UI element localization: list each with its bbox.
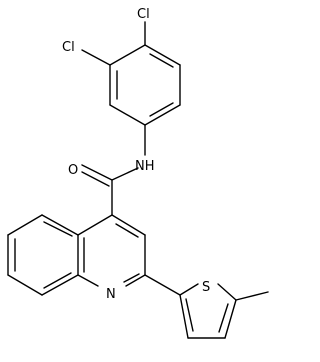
bond-c-o-double [81, 171, 110, 187]
bond-c-o [81, 164, 113, 181]
s-label: S [202, 280, 210, 295]
bond-quinoline-thiophene [144, 274, 181, 296]
bond-methyl [235, 291, 269, 301]
o-label: O [68, 163, 78, 178]
chemical-structure-diagram: Cl Cl NH O N S [7, 7, 269, 339]
bond-nh-carbonyl [111, 167, 139, 181]
bond-c-cl-left [81, 49, 111, 66]
dichlorophenyl-ring [109, 44, 181, 126]
cl-top-label: Cl [137, 7, 150, 22]
cl-left-label: Cl [62, 40, 75, 55]
nh-label: NH [135, 159, 155, 174]
quinoline-benzo-ring [7, 214, 85, 296]
n-ring-label: N [106, 287, 116, 302]
quinoline-pyridine-ring [77, 214, 146, 287]
thiophene-ring [179, 283, 237, 339]
